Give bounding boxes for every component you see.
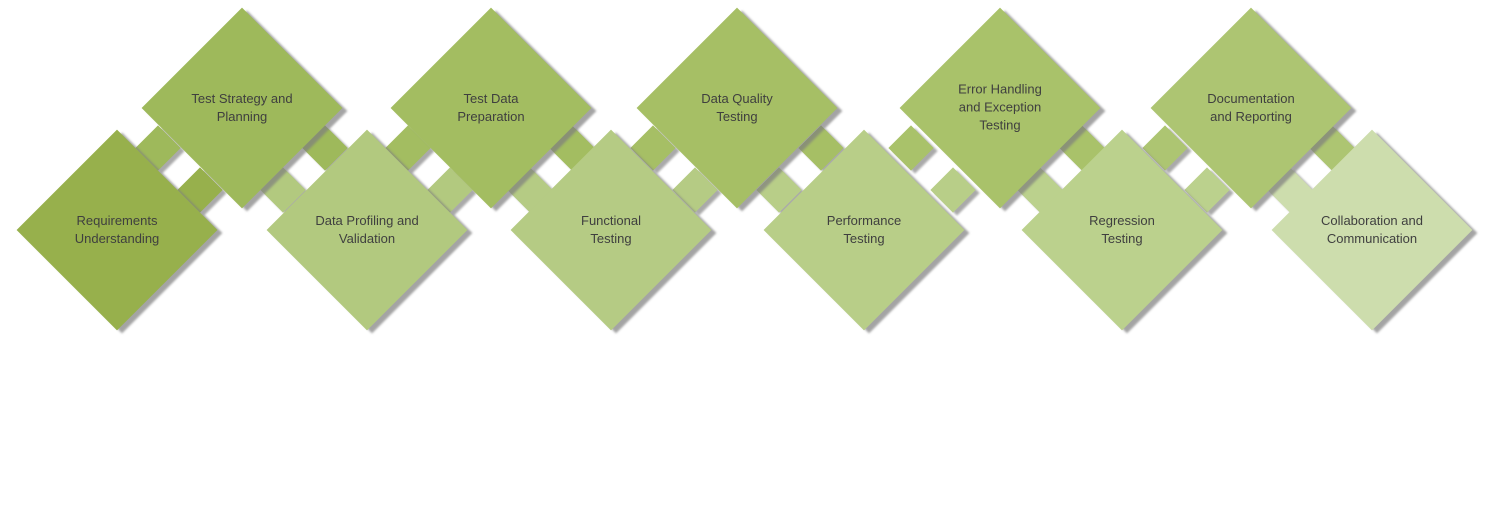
step-data-quality-testing: Data Quality Testing xyxy=(636,7,838,209)
step-label: Documentation and Reporting xyxy=(1207,90,1295,124)
step-label: Functional Testing xyxy=(581,212,641,246)
step-collaboration-communication: Collaboration and Communication xyxy=(1271,129,1473,331)
step-label: Collaboration and Communication xyxy=(1321,212,1423,246)
step-label: Test Strategy and Planning xyxy=(191,90,293,124)
step-regression-testing: Regression Testing xyxy=(1021,129,1223,331)
step-label: Data Quality Testing xyxy=(701,90,773,124)
step-label: Performance Testing xyxy=(826,212,902,246)
step-label: Test Data Preparation xyxy=(457,90,525,124)
step-label: Regression Testing xyxy=(1089,212,1155,246)
step-label: Data Profiling and Validation xyxy=(315,212,419,246)
step-functional-testing: Functional Testing xyxy=(510,129,712,331)
step-documentation-reporting: Documentation and Reporting xyxy=(1150,7,1352,209)
step-requirements-understanding: Requirements Understanding xyxy=(16,129,218,331)
step-error-handling-exception-testing: Error Handling and Exception Testing xyxy=(899,7,1101,209)
step-label: Requirements Understanding xyxy=(74,212,160,246)
step-performance-testing: Performance Testing xyxy=(763,129,965,331)
step-test-data-preparation: Test Data Preparation xyxy=(390,7,592,209)
step-test-strategy-planning: Test Strategy and Planning xyxy=(141,7,343,209)
step-data-profiling-validation: Data Profiling and Validation xyxy=(266,129,468,331)
step-label: Error Handling and Exception Testing xyxy=(958,81,1042,134)
